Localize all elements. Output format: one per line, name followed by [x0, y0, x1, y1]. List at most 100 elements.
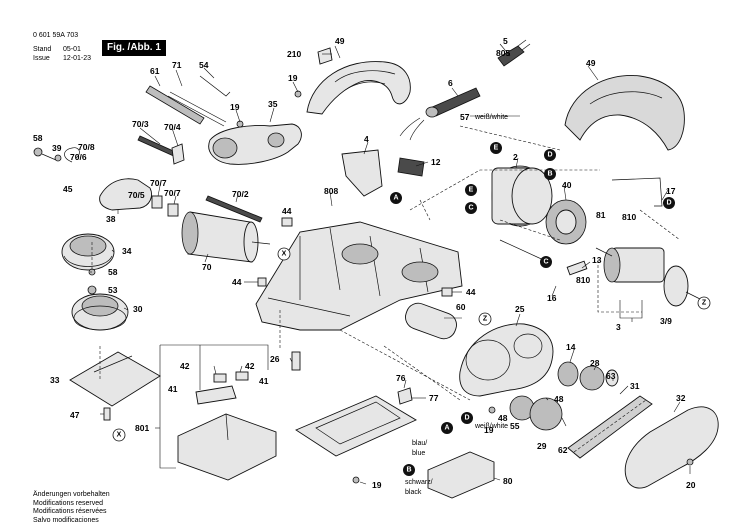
axis-markers: X X Z Z: [112, 247, 711, 442]
grouping-brackets: [155, 300, 643, 469]
part-label: 6: [448, 78, 453, 88]
part-label: 45: [63, 184, 73, 194]
part-label: 19: [372, 480, 382, 490]
part-label: 3/9: [660, 316, 672, 326]
note-fr: Modifications réservées: [33, 508, 107, 515]
svg-text:E: E: [469, 187, 474, 194]
part-label: 39: [52, 143, 62, 153]
wire-white-label-top: weiß/white: [474, 114, 508, 121]
part-label: 76: [396, 373, 406, 383]
part-label: 44: [466, 287, 476, 297]
svg-text:C: C: [543, 259, 548, 266]
svg-text:D: D: [464, 415, 469, 422]
svg-text:D: D: [666, 200, 671, 207]
part-label: 77: [429, 393, 439, 403]
svg-text:B: B: [406, 467, 411, 474]
part-label: 48: [498, 413, 508, 423]
part-label: 29: [537, 441, 547, 451]
connector-marker-a: A: [441, 422, 453, 434]
connector-marker-d: D: [544, 149, 556, 161]
part-label: 13: [592, 255, 602, 265]
part-label: 55: [510, 421, 520, 431]
leader-lines: [90, 43, 691, 485]
part-label: 70/2: [232, 189, 249, 199]
part-label: 805: [496, 48, 510, 58]
part-label: 70/8: [78, 142, 95, 152]
connector-marker-b: B: [544, 168, 556, 180]
svg-text:X: X: [282, 251, 287, 258]
part-label: 14: [566, 342, 576, 352]
part-label: 801: [135, 423, 149, 433]
connector-marker-b: B: [403, 464, 415, 476]
wire-black-label-de: schwarz/: [405, 479, 433, 486]
part-label: 5: [503, 36, 508, 46]
part-label: 42: [245, 361, 255, 371]
part-label: 25: [515, 304, 525, 314]
part-label: 49: [335, 36, 345, 46]
part-label: 19: [288, 73, 298, 83]
part-label: 28: [590, 358, 600, 368]
part-label: 47: [70, 410, 80, 420]
note-en: Modifications reserved: [33, 499, 104, 507]
part-label: 35: [268, 99, 278, 109]
part-label: 70: [202, 262, 212, 272]
part-label: 34: [122, 246, 132, 256]
part-label: 54: [199, 60, 209, 70]
part-label: 26: [270, 354, 280, 364]
doc-number: 0 601 59A 703: [33, 32, 79, 39]
part-label: 49: [586, 58, 596, 68]
part-label: 71: [172, 60, 182, 70]
part-label: 808: [324, 186, 338, 196]
part-label: 20: [686, 480, 696, 490]
part-label: 44: [282, 206, 292, 216]
svg-text:B: B: [547, 171, 552, 178]
part-label: 30: [133, 304, 143, 314]
connector-marker-d: D: [461, 412, 473, 424]
part-label: 48: [554, 394, 564, 404]
wire-labels: weiß/white weiß/white blau/ blue schwarz…: [405, 114, 508, 496]
figure-title: Fig. /Abb. 1: [102, 40, 166, 56]
axis-marker-z: Z: [697, 296, 711, 310]
part-label: 19: [230, 102, 240, 112]
connector-marker-c: C: [540, 256, 552, 268]
connector-marker-c: C: [465, 202, 477, 214]
part-label: 33: [50, 375, 60, 385]
part-label: 3: [616, 322, 621, 332]
part-drawings: [33, 39, 719, 499]
svg-text:X: X: [117, 432, 122, 439]
part-number-labels: 49 210 5 805 49 6 19 61 71 54 19 35 57 5…: [33, 36, 696, 490]
part-label: 70/7: [164, 188, 181, 198]
connector-marker-e: E: [490, 142, 502, 154]
part-label: 41: [259, 376, 269, 386]
svg-text:A: A: [393, 195, 398, 202]
part-label: 16: [547, 293, 557, 303]
part-label: 62: [558, 445, 568, 455]
svg-text:A: A: [444, 425, 449, 432]
part-label: 63: [606, 371, 616, 381]
connector-markers: E A D B E C D C A D B: [390, 142, 675, 476]
svg-text:Z: Z: [702, 300, 707, 307]
wire-blue-label-de: blau/: [412, 440, 427, 447]
part-label: 70/7: [150, 178, 167, 188]
connector-marker-d: D: [663, 197, 675, 209]
axis-marker-x: X: [277, 247, 291, 261]
connector-marker-a: A: [390, 192, 402, 204]
axis-marker-x: X: [112, 428, 126, 442]
part-label: 12: [431, 157, 441, 167]
note-de: Änderungen vorbehalten: [33, 491, 110, 498]
part-label: 53: [108, 285, 118, 295]
connector-marker-e: E: [465, 184, 477, 196]
note-es: Salvo modificaciones: [33, 516, 99, 524]
part-label: 810: [576, 275, 590, 285]
part-label: 70/5: [128, 190, 145, 200]
part-label: 31: [630, 381, 640, 391]
part-label: 210: [287, 49, 301, 59]
part-label: 40: [562, 180, 572, 190]
part-label: 32: [676, 393, 686, 403]
axis-marker-z: Z: [478, 312, 492, 326]
part-label: 57: [460, 112, 470, 122]
wire-black-label-en: black: [405, 489, 422, 496]
part-label: 60: [456, 302, 466, 312]
part-label: 17: [666, 186, 676, 196]
